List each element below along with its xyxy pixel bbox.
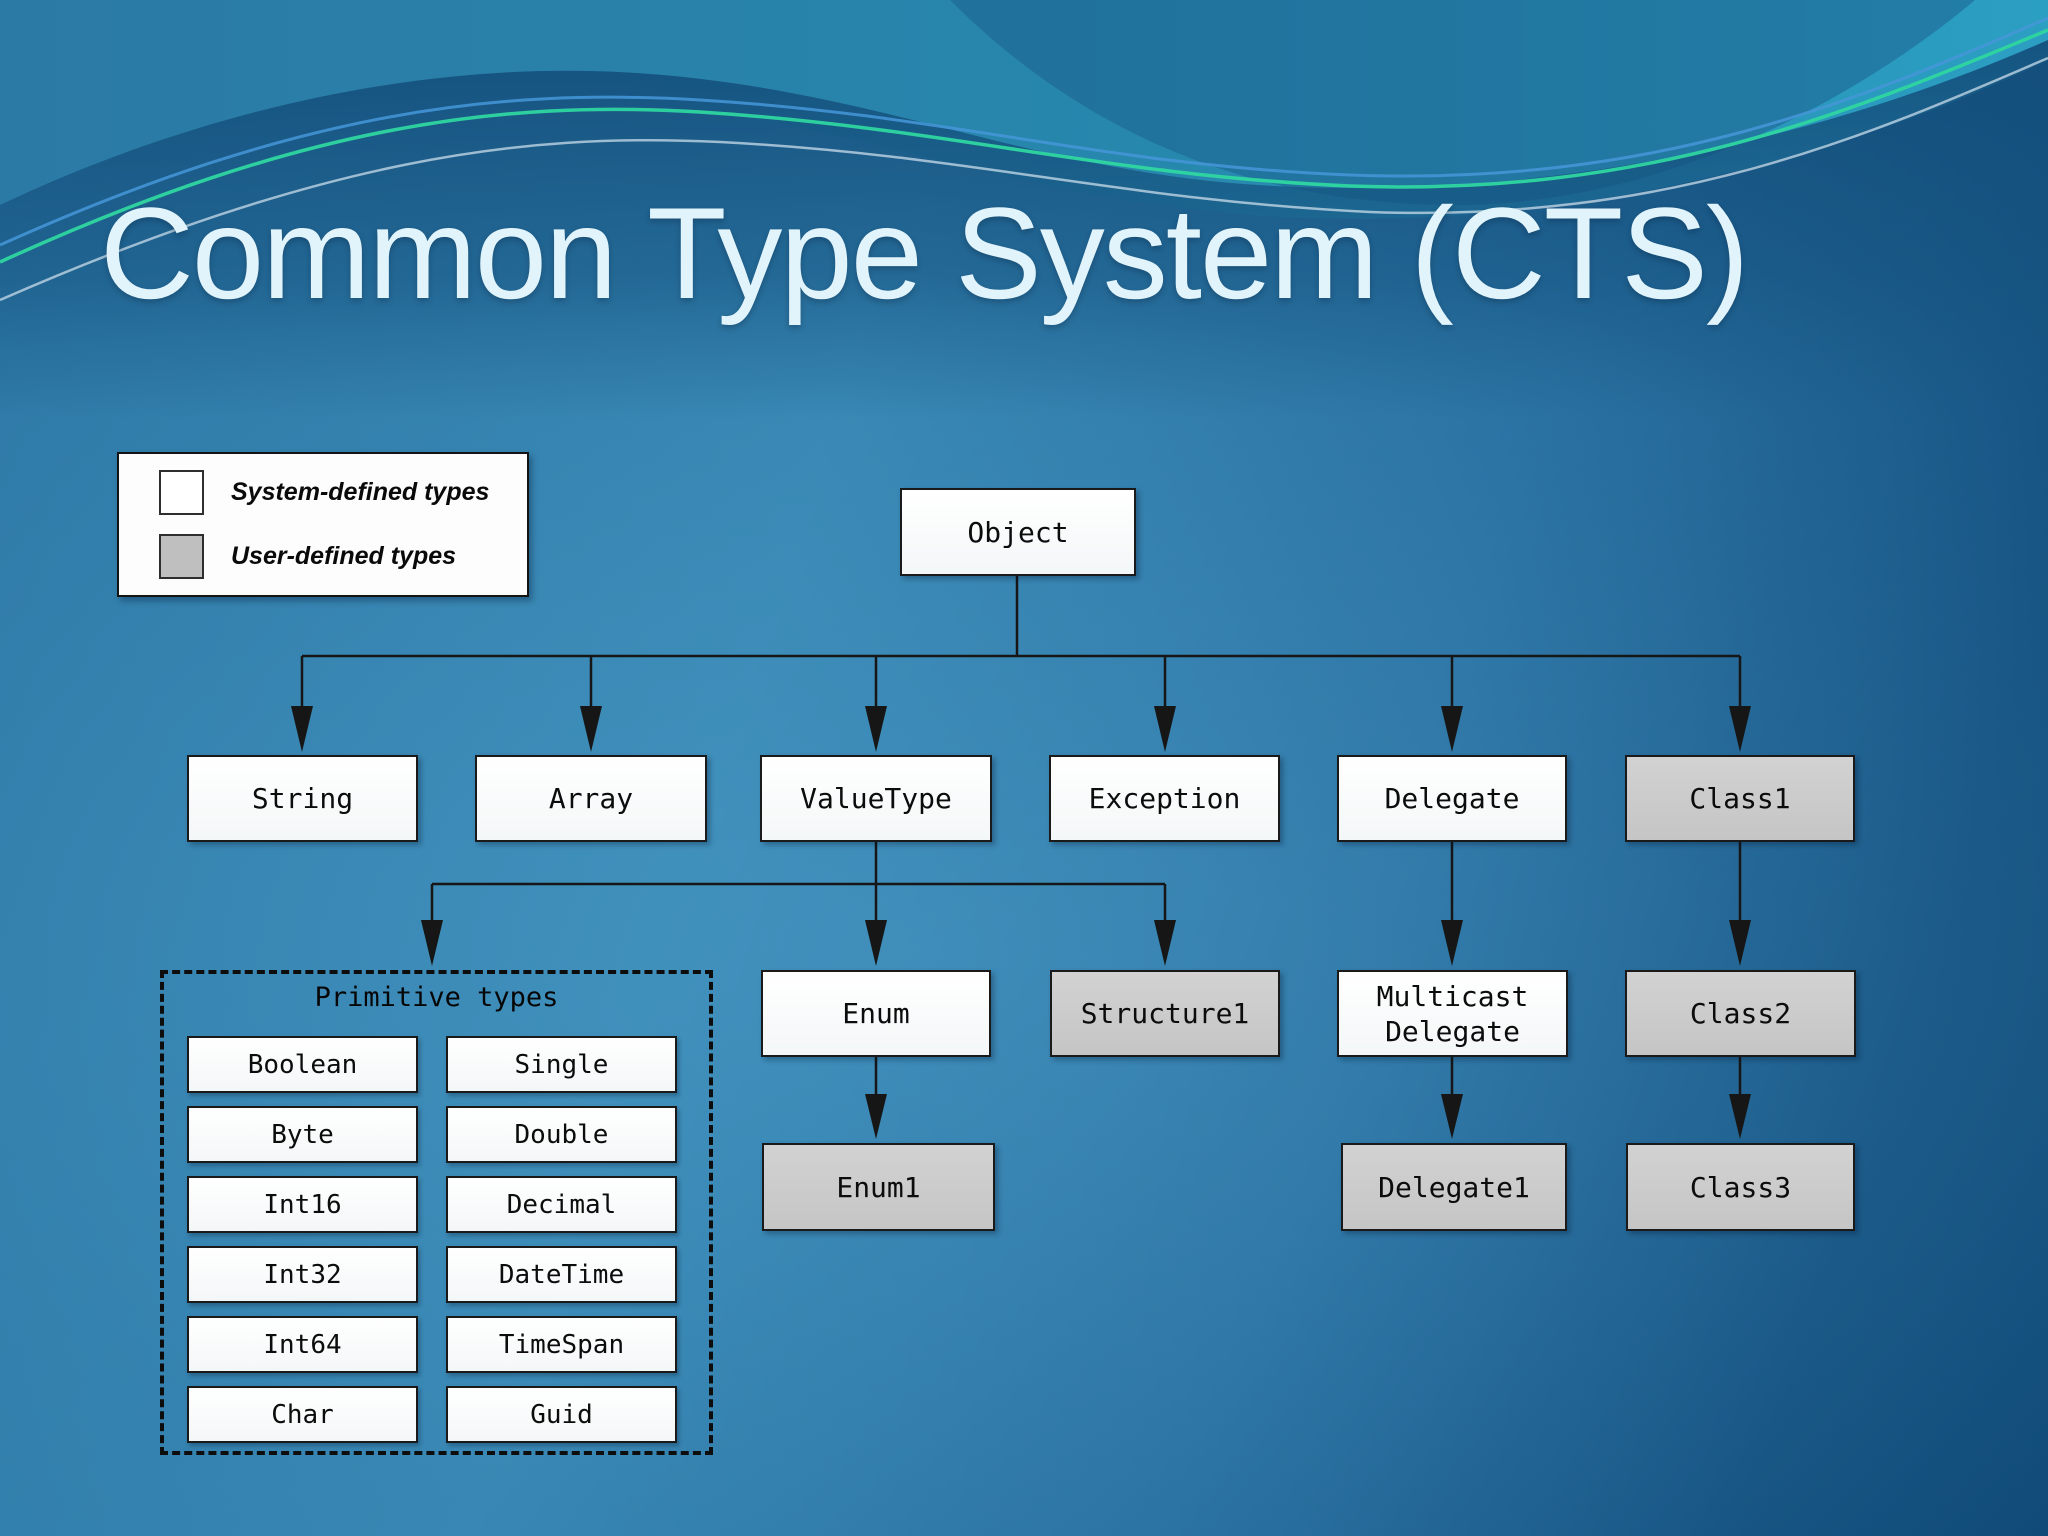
- node-string: String: [187, 755, 418, 842]
- node-multicast-delegate: Multicast Delegate: [1337, 970, 1568, 1057]
- node-class1: Class1: [1625, 755, 1855, 842]
- node-enum1: Enum1: [762, 1143, 995, 1231]
- legend-row-system: System-defined types: [159, 470, 527, 515]
- node-object: Object: [900, 488, 1136, 576]
- node-single: Single: [446, 1036, 677, 1093]
- node-boolean: Boolean: [187, 1036, 418, 1093]
- legend-box: System-defined types User-defined types: [117, 452, 529, 597]
- node-array: Array: [475, 755, 707, 842]
- node-char: Char: [187, 1386, 418, 1443]
- node-structure1: Structure1: [1050, 970, 1280, 1057]
- user-type-swatch: [159, 534, 204, 579]
- node-class2: Class2: [1625, 970, 1856, 1057]
- node-enum: Enum: [761, 970, 991, 1057]
- node-timespan: TimeSpan: [446, 1316, 677, 1373]
- node-exception: Exception: [1049, 755, 1280, 842]
- node-delegate: Delegate: [1337, 755, 1567, 842]
- node-datetime: DateTime: [446, 1246, 677, 1303]
- node-double: Double: [446, 1106, 677, 1163]
- legend-label-system: System-defined types: [231, 478, 490, 506]
- system-type-swatch: [159, 470, 204, 515]
- node-class3: Class3: [1626, 1143, 1855, 1231]
- node-delegate1: Delegate1: [1341, 1143, 1567, 1231]
- node-guid: Guid: [446, 1386, 677, 1443]
- node-decimal: Decimal: [446, 1176, 677, 1233]
- primitive-types-title: Primitive types: [314, 982, 559, 1013]
- node-int64: Int64: [187, 1316, 418, 1373]
- node-valuetype: ValueType: [760, 755, 992, 842]
- page-title: Common Type System (CTS): [100, 180, 1749, 326]
- legend-row-user: User-defined types: [159, 534, 527, 579]
- node-byte: Byte: [187, 1106, 418, 1163]
- legend-label-user: User-defined types: [231, 542, 457, 570]
- primitive-types-group: Primitive types: [160, 970, 713, 1455]
- node-int16: Int16: [187, 1176, 418, 1233]
- node-int32: Int32: [187, 1246, 418, 1303]
